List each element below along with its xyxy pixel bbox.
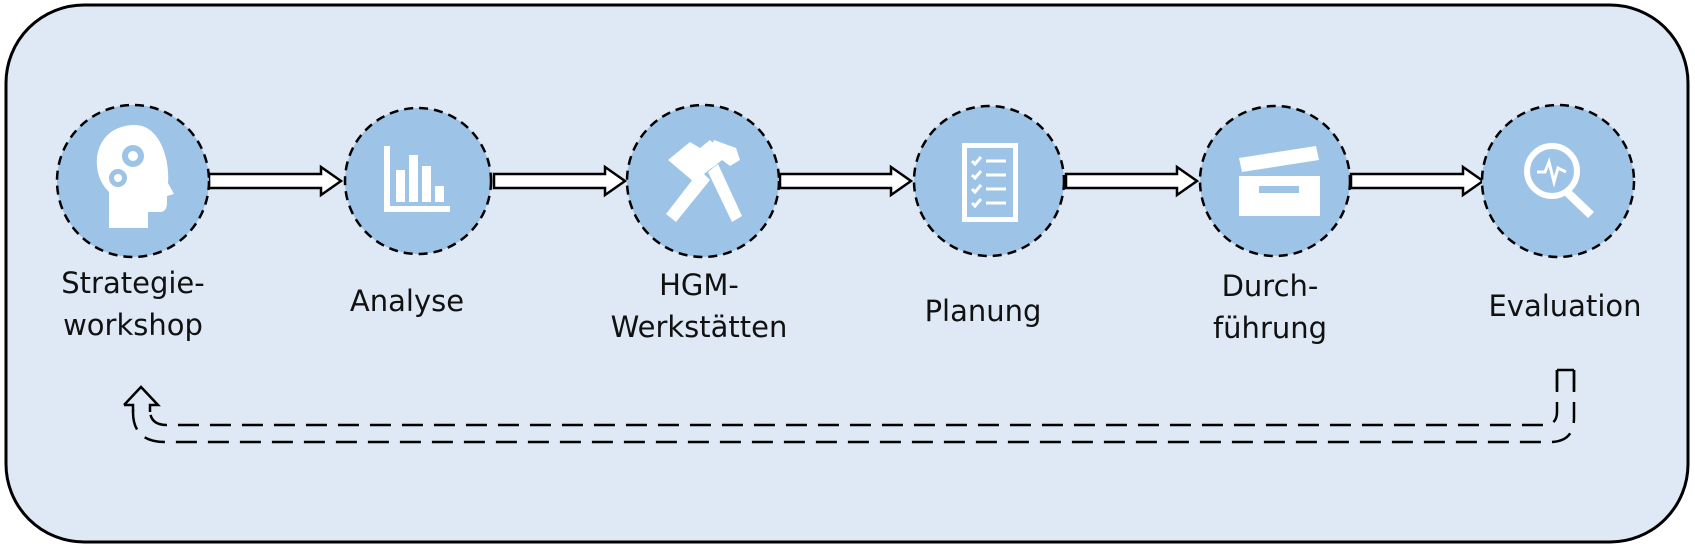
circle-evaluation bbox=[1480, 103, 1636, 259]
head-gears-icon bbox=[96, 125, 174, 228]
feedback-loop-arrow bbox=[123, 368, 1576, 444]
step-label-line: Werkstätten bbox=[610, 310, 788, 344]
step-label-line: führung bbox=[1212, 311, 1328, 345]
feedback-outer-line bbox=[131, 370, 1576, 444]
step-label-evaluation: Evaluation bbox=[1445, 285, 1685, 327]
step-label-line: Analyse bbox=[349, 284, 465, 318]
clapperboard-icon bbox=[1239, 146, 1320, 216]
flow-arrows bbox=[207, 164, 1486, 198]
step-label-strategie: Strategie- workshop bbox=[13, 262, 253, 346]
step-circles bbox=[55, 103, 1636, 259]
step-label-line: Durch- bbox=[1221, 269, 1319, 303]
arrow-3-4 bbox=[778, 164, 914, 198]
step-label-analyse: Analyse bbox=[287, 280, 527, 322]
magnifier-pulse-icon bbox=[1524, 143, 1594, 218]
arrow-1-2 bbox=[207, 164, 344, 198]
step-label-durchfuehrung: Durch- führung bbox=[1150, 265, 1390, 349]
arrow-2-3 bbox=[492, 164, 628, 198]
arrow-4-5 bbox=[1064, 164, 1200, 198]
step-label-line: Planung bbox=[924, 294, 1042, 328]
hammers-icon bbox=[666, 140, 742, 222]
step-label-hgm: HGM- Werkstätten bbox=[579, 264, 819, 348]
arrow-5-6 bbox=[1349, 164, 1486, 198]
bar-chart-icon bbox=[384, 146, 450, 212]
feedback-arrowhead bbox=[123, 385, 161, 412]
feedback-vertical-start bbox=[1555, 368, 1576, 392]
feedback-inner-line bbox=[148, 370, 1559, 427]
step-label-line: Evaluation bbox=[1488, 289, 1642, 323]
step-label-line: workshop bbox=[63, 308, 203, 342]
step-label-planung: Planung bbox=[863, 290, 1103, 332]
step-label-line: HGM- bbox=[659, 268, 739, 302]
step-label-line: Strategie- bbox=[61, 266, 205, 300]
background-panel bbox=[4, 3, 1690, 544]
checklist-icon bbox=[962, 143, 1018, 222]
